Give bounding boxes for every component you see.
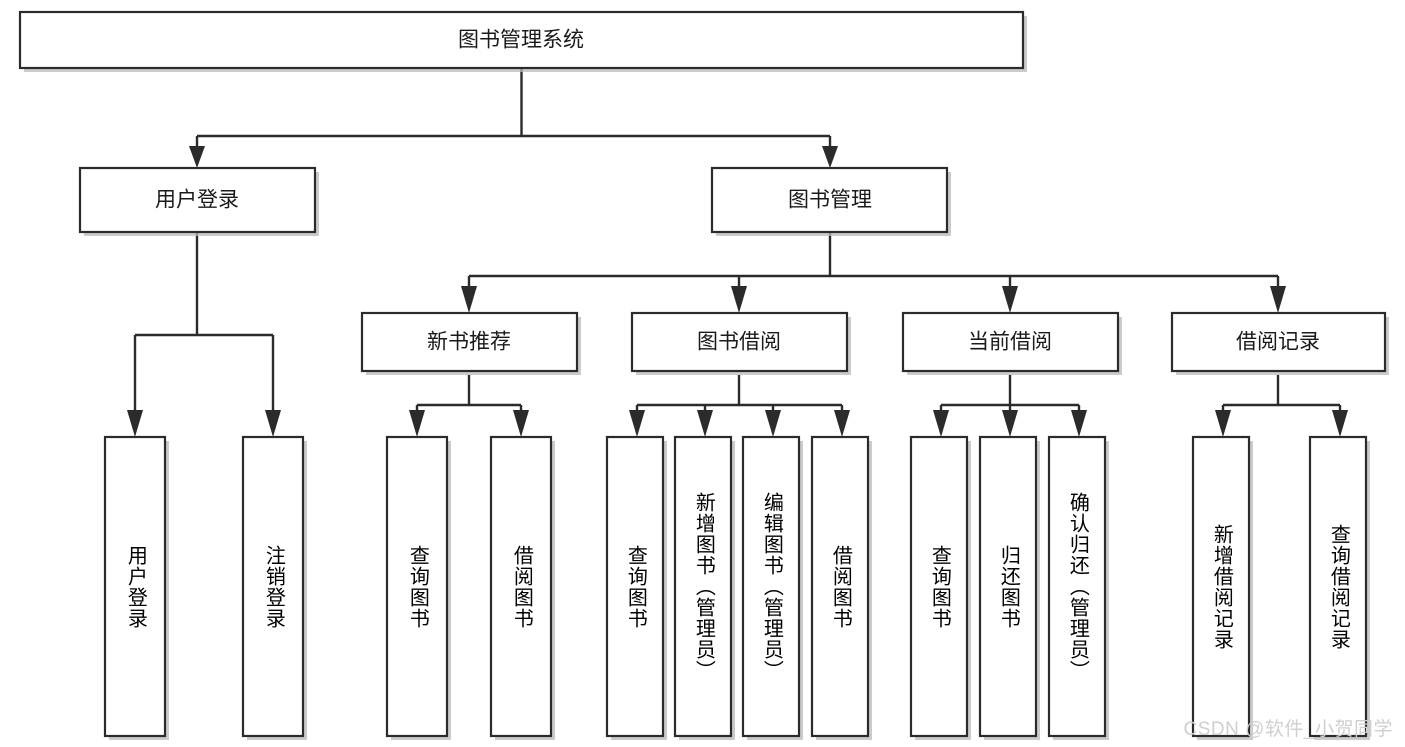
- leaf-bb-add-book[interactable]: [673, 435, 733, 738]
- node-new-book-recommend[interactable]: [360, 311, 579, 373]
- node-book-borrow-label: 图书借阅: [697, 331, 781, 354]
- leaf-br-add-record[interactable]: [1191, 435, 1251, 738]
- arrow-borrow-record: [1270, 286, 1286, 313]
- box-layer: 图书管理系统 用户登录 图书管理 新书推荐 图书借阅 当前借阅 借阅记录: [18, 10, 1389, 740]
- arrow-bb-borrow: [834, 410, 850, 437]
- node-borrow-record-label: 借阅记录: [1236, 331, 1320, 354]
- leaf-cb-return-book[interactable]: [978, 435, 1038, 738]
- leaf-br-query-record[interactable]: [1308, 435, 1368, 738]
- arrow-current-borrow: [1002, 286, 1018, 313]
- arrow-cb-return: [1002, 410, 1018, 437]
- leaf-bb-query-book[interactable]: [605, 435, 665, 738]
- node-current-borrow[interactable]: [901, 311, 1120, 373]
- node-book-borrow[interactable]: [630, 311, 849, 373]
- arrow-bb-query: [629, 410, 645, 437]
- leaf-cb-confirm-return[interactable]: [1047, 435, 1107, 738]
- arrow-br-add: [1215, 410, 1231, 437]
- node-book-manage[interactable]: [710, 166, 949, 234]
- node-user-login-label: 用户登录: [155, 189, 239, 212]
- leaf-bb-edit-book[interactable]: [741, 435, 801, 738]
- node-user-login[interactable]: [78, 166, 317, 234]
- leaf-nb-query-book[interactable]: [385, 435, 449, 738]
- leaf-nb-borrow-book[interactable]: [489, 435, 553, 738]
- leaf-logout[interactable]: [241, 435, 305, 738]
- csdn-watermark: CSDN @软件_小贺同学: [1183, 719, 1393, 740]
- leaf-user-login[interactable]: [103, 435, 167, 738]
- node-borrow-record[interactable]: [1170, 311, 1387, 373]
- arrow-leaf-user-login: [127, 410, 143, 437]
- arrow-book-borrow: [731, 286, 747, 313]
- connector-layer: [127, 68, 1348, 437]
- arrow-cb-query: [933, 410, 949, 437]
- arrow-leaf-logout: [265, 410, 281, 437]
- arrow-bb-add: [697, 410, 713, 437]
- leaf-cb-query-book[interactable]: [909, 435, 969, 738]
- arrow-nb-query: [409, 410, 425, 437]
- node-root[interactable]: [18, 10, 1025, 70]
- arrow-br-query: [1332, 410, 1348, 437]
- leaf-bb-borrow-book[interactable]: [810, 435, 870, 738]
- arrow-nb-borrow: [513, 410, 529, 437]
- arrow-new-book: [461, 286, 477, 313]
- arrow-bb-edit: [765, 410, 781, 437]
- node-current-borrow-label: 当前借阅: [968, 331, 1052, 354]
- node-book-manage-label: 图书管理: [788, 189, 872, 212]
- node-new-book-recommend-label: 新书推荐: [427, 331, 511, 354]
- arrow-user-login: [189, 146, 205, 168]
- arrow-cb-confirm: [1071, 410, 1087, 437]
- arrow-book-manage: [822, 146, 838, 168]
- node-root-label: 图书管理系统: [458, 29, 584, 52]
